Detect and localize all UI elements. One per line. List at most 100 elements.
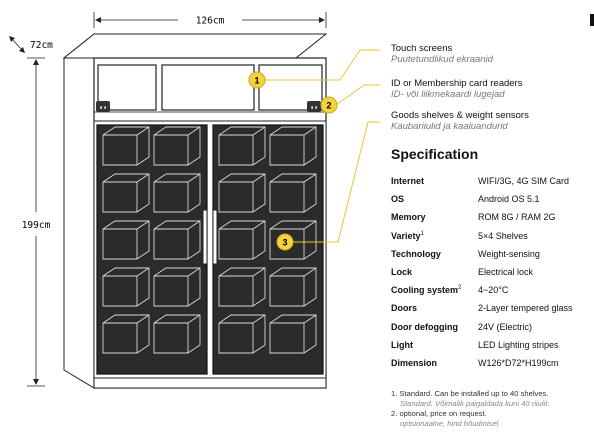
footnote-2-et: optsionaalne, hind hõudmisel. xyxy=(400,419,501,428)
leader-line-1 xyxy=(264,49,380,81)
shelf-bin xyxy=(153,173,201,213)
shelf-bin xyxy=(218,267,266,307)
spec-value: WIFI/3G, 4G SIM Card xyxy=(478,176,570,187)
footnote-2: 2. optional, price on request. xyxy=(391,409,487,418)
spec-value: 24V (Electric) xyxy=(478,321,533,332)
spec-key: Lock xyxy=(391,263,478,281)
glass-door-right xyxy=(212,124,324,375)
footnotes: 1. Standard. Can be installed up to 40 s… xyxy=(391,389,549,429)
spec-key-text: Dimension xyxy=(391,357,438,368)
spec-value: Electrical lock xyxy=(478,267,534,278)
spec-key-text: Memory xyxy=(391,212,426,223)
spec-key: Dimension xyxy=(391,354,478,372)
spec-key-text: Door defogging xyxy=(391,321,458,332)
leader-line-2 xyxy=(335,84,380,106)
width-arrow-left xyxy=(95,17,101,23)
callout-shelves-sensors: Goods shelves & weight sensors Kaubariiu… xyxy=(391,110,529,132)
spec-value: ROM 8G / RAM 2G xyxy=(478,212,556,223)
height-arrow-bottom xyxy=(33,379,39,385)
card-reader-left xyxy=(96,101,110,112)
goods-shelves xyxy=(102,126,317,354)
spec-key: Variety1 xyxy=(391,227,478,245)
marker-3 xyxy=(276,233,294,251)
spec-value: Weight-sensing xyxy=(478,248,540,259)
spec-key-text: Cooling system xyxy=(391,285,459,296)
height-arrow-top xyxy=(33,59,39,65)
shelf-bin xyxy=(218,220,266,260)
shelf-bin xyxy=(269,173,317,213)
spec-key: Door defogging xyxy=(391,318,478,336)
leader-line-3 xyxy=(293,121,380,243)
marker-1-label: 1 xyxy=(254,76,259,86)
spec-key: Doors xyxy=(391,299,478,317)
shelf-bin xyxy=(269,267,317,307)
cabinet-top-panel xyxy=(62,33,328,59)
shelf-bin xyxy=(269,126,317,166)
spec-row: Door defogging 24V (Electric) xyxy=(391,318,591,336)
cabinet-side-panel xyxy=(63,32,95,389)
marker-2 xyxy=(320,96,338,114)
door-handle-left xyxy=(202,209,208,265)
callout-touch-screens-label: Touch screens xyxy=(391,43,453,54)
callout-touch-screens: Touch screens Puutetundlikud ekraanid xyxy=(391,43,493,65)
spec-key-text: OS xyxy=(391,194,405,205)
door-handle-right xyxy=(212,209,218,265)
width-arrow-right xyxy=(319,17,325,23)
footnote-1-et: Standard. Võimalik paigaldada kuni 40 ri… xyxy=(400,399,550,408)
touch-screen-center xyxy=(161,64,255,111)
marker-3-label: 3 xyxy=(282,238,287,248)
spec-key: Memory xyxy=(391,208,478,226)
spec-key: Cooling system2 xyxy=(391,281,478,299)
shelf-bin xyxy=(218,173,266,213)
marker-1 xyxy=(248,71,266,89)
shelf-bin xyxy=(218,126,266,166)
spec-value: 5×4 Shelves xyxy=(478,230,528,241)
specification-title: Specification xyxy=(391,146,479,162)
spec-row: Doors 2-Layer tempered glass xyxy=(391,299,591,317)
spec-key-text: Doors xyxy=(391,303,418,314)
depth-label: 72cm xyxy=(30,40,53,51)
depth-arrow-bottom xyxy=(19,47,25,53)
shelf-bin xyxy=(102,267,150,307)
spec-row: Internet WIFI/3G, 4G SIM Card xyxy=(391,172,591,190)
spec-value: 4~20°C xyxy=(478,285,509,296)
card-reader-right xyxy=(307,101,321,112)
depth-arrow-top xyxy=(9,36,15,42)
vending-cabinet-diagram: ◖◗ ◖◗ 126cm 72cm 199cm 1 2 3 xyxy=(9,12,380,389)
shelf-bin xyxy=(153,267,201,307)
edge-marker xyxy=(590,14,594,26)
glass-door-left xyxy=(96,124,208,375)
shelf-bin xyxy=(102,220,150,260)
spec-row: Memory ROM 8G / RAM 2G xyxy=(391,208,591,226)
spec-value: 2-Layer tempered glass xyxy=(478,303,573,314)
callout-card-readers-label: ID or Membership card readers xyxy=(391,78,523,89)
spec-key: Light xyxy=(391,336,478,354)
spec-key: Internet xyxy=(391,172,478,190)
spec-key-text: Variety xyxy=(391,230,421,241)
spec-key: OS xyxy=(391,190,478,208)
spec-key-text: Internet xyxy=(391,176,425,187)
callout-shelves-sensors-label: Goods shelves & weight sensors xyxy=(391,110,529,121)
card-reader-left-icon: ◖◗ xyxy=(99,105,107,112)
marker-2-label: 2 xyxy=(326,101,331,111)
callout-card-readers-label-et: ID- või liikmekaardi lugejad xyxy=(391,89,505,100)
height-label: 199cm xyxy=(22,220,51,231)
callout-card-readers: ID or Membership card readers ID- või li… xyxy=(391,78,522,100)
shelf-bin xyxy=(269,314,317,354)
spec-row: OS Android OS 5.1 xyxy=(391,190,591,208)
spec-key: Technology xyxy=(391,245,478,263)
cabinet-base xyxy=(93,377,327,389)
shelf-bin xyxy=(218,314,266,354)
shelf-bin xyxy=(153,220,201,260)
shelf-bin xyxy=(102,173,150,213)
spec-key-text: Light xyxy=(391,339,413,350)
shelf-bin xyxy=(153,126,201,166)
spec-key-text: Lock xyxy=(391,267,413,278)
spec-value: Android OS 5.1 xyxy=(478,194,540,205)
callout-touch-screens-label-et: Puutetundlikud ekraanid xyxy=(391,54,493,65)
